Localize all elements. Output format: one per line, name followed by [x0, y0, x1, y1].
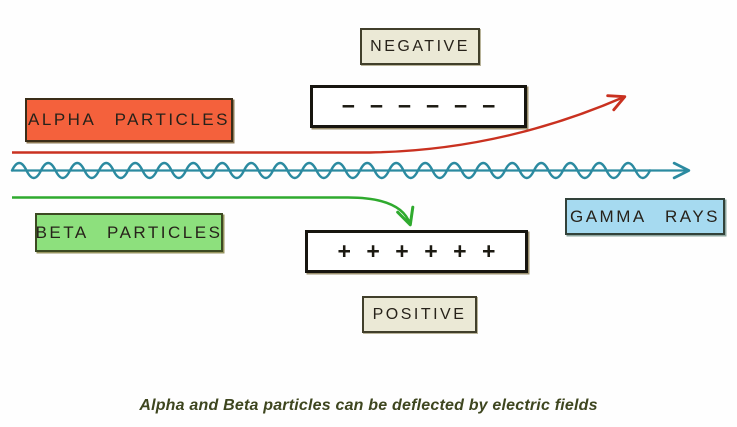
alpha-particles-box: ALPHA PARTICLES [25, 98, 233, 142]
minus-sign: − [425, 93, 440, 119]
plus-sign: + [395, 238, 409, 264]
gamma-rays-box: GAMMA RAYS [565, 198, 725, 235]
diagram-caption: Alpha and Beta particles can be deflecte… [139, 397, 598, 414]
minus-sign: − [397, 93, 412, 119]
gamma-rays-label: GAMMA RAYS [569, 206, 721, 226]
gamma-wave [10, 161, 652, 180]
plus-sign: + [453, 238, 467, 264]
alpha-deflection-path [12, 94, 627, 154]
negative-plate-label: NEGATIVE [360, 28, 480, 65]
minus-sign: − [341, 93, 356, 119]
plus-sign: + [337, 238, 351, 264]
beta-particles-label: BETA PARTICLES [35, 222, 223, 242]
beta-deflection-path [12, 196, 415, 227]
alpha-particles-label: ALPHA PARTICLES [28, 110, 230, 129]
plus-sign: + [424, 238, 438, 264]
minus-sign: − [481, 93, 496, 119]
minus-sign: − [453, 93, 468, 119]
positive-label-text: POSITIVE [372, 305, 467, 323]
plus-sign: + [482, 238, 496, 264]
negative-plate: − − − − − − [310, 85, 527, 128]
beta-particles-box: BETA PARTICLES [35, 213, 223, 252]
plus-sign: + [366, 238, 380, 264]
minus-sign: − [369, 93, 384, 119]
positive-plate: + + + + + + [305, 230, 528, 273]
positive-plate-label: POSITIVE [362, 296, 477, 333]
negative-label-text: NEGATIVE [370, 37, 470, 55]
